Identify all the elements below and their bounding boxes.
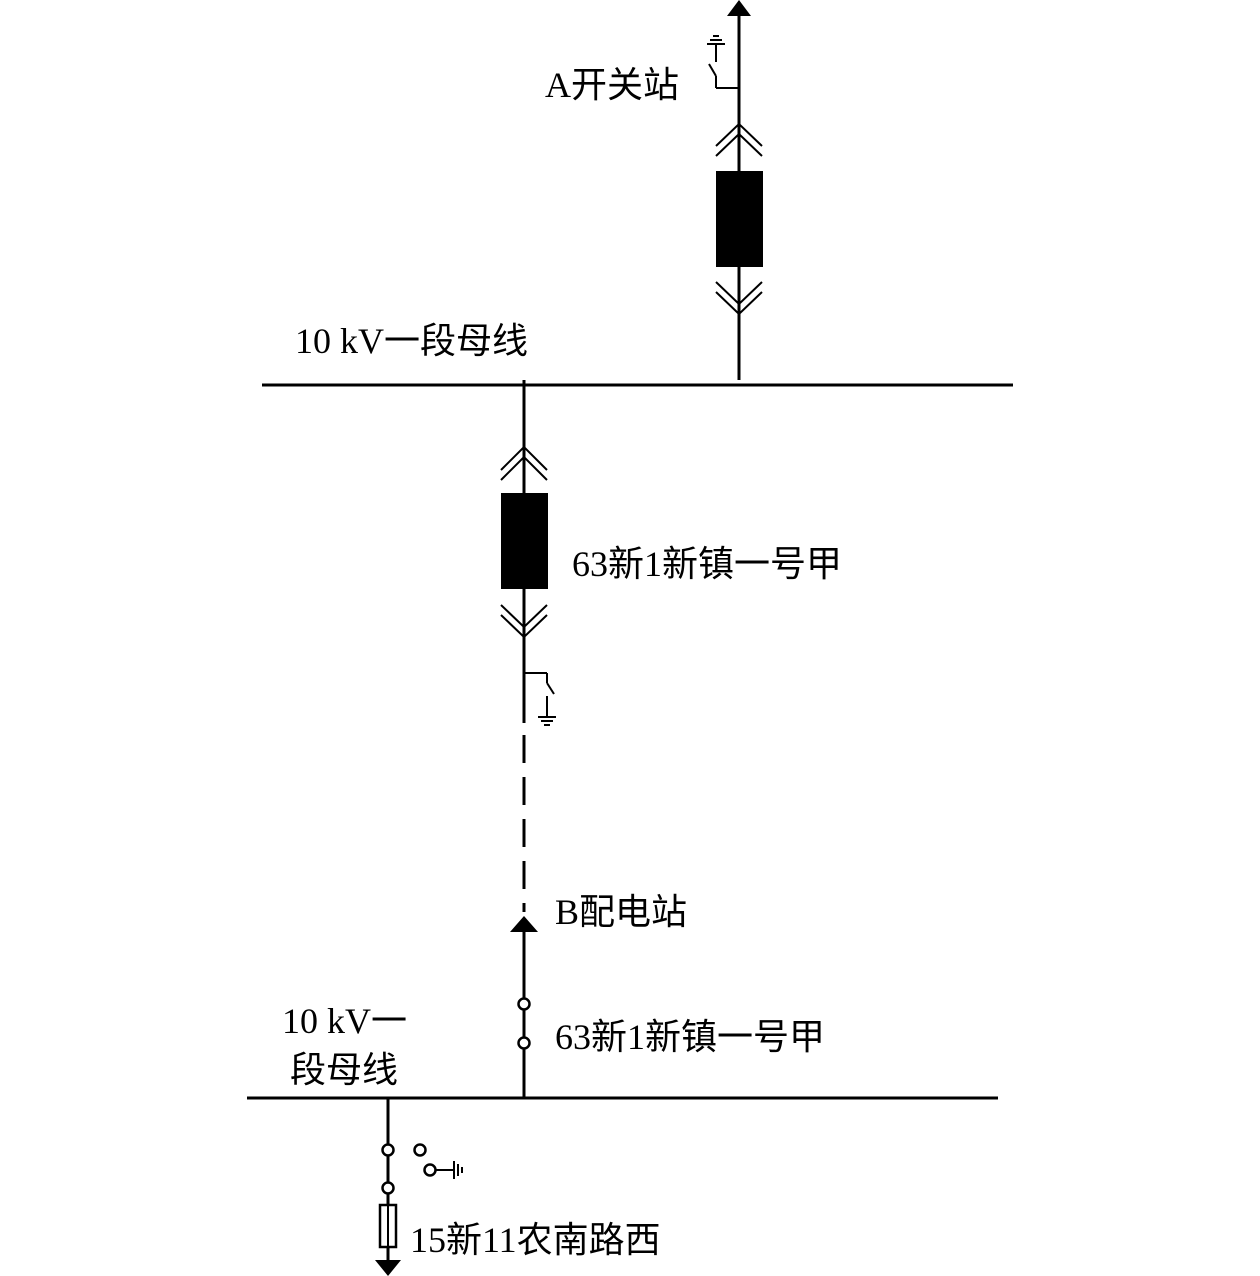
station-b-label: B配电站	[555, 892, 687, 932]
load-switch-contact-lower	[517, 1036, 531, 1050]
outgoing-arrow-up	[727, 0, 751, 16]
earthing-switch-b	[524, 672, 556, 726]
station-a-label: A开关站	[545, 65, 679, 105]
circuit-breaker-b	[501, 493, 548, 589]
plug-contact-upper-b	[500, 445, 548, 481]
feeder-top-label: 63新1新镇一号甲	[572, 544, 842, 584]
outgoing-feeder-label: 15新11农南路西	[410, 1220, 661, 1260]
incoming-arrow-up	[510, 916, 538, 932]
busbar-bottom-label-line1: 10 kV一	[282, 1001, 407, 1041]
feeder-bottom-label: 63新1新镇一号甲	[555, 1017, 825, 1057]
feeder-top-circuit	[500, 380, 556, 912]
station-b-incoming	[510, 916, 538, 1097]
load-switch-contact-upper	[517, 997, 531, 1011]
plug-contact-lower-b	[500, 604, 548, 639]
busbar-top-label: 10 kV一段母线	[295, 321, 528, 361]
plug-contact-lower-a	[715, 281, 763, 316]
earthing-switch-outgoing	[413, 1143, 463, 1179]
circuit-breaker-a	[716, 171, 763, 267]
outgoing-switch-contact-lower	[381, 1181, 395, 1195]
outgoing-arrow-down	[375, 1260, 401, 1276]
earthing-switch-a	[707, 35, 739, 89]
plug-contact-upper-a	[715, 122, 763, 157]
outgoing-switch-contact-upper	[381, 1143, 395, 1157]
busbar-bottom-label-line2: 段母线	[290, 1050, 398, 1090]
outgoing-feeder-circuit	[375, 1098, 463, 1276]
station-a-feeder	[707, 0, 763, 380]
